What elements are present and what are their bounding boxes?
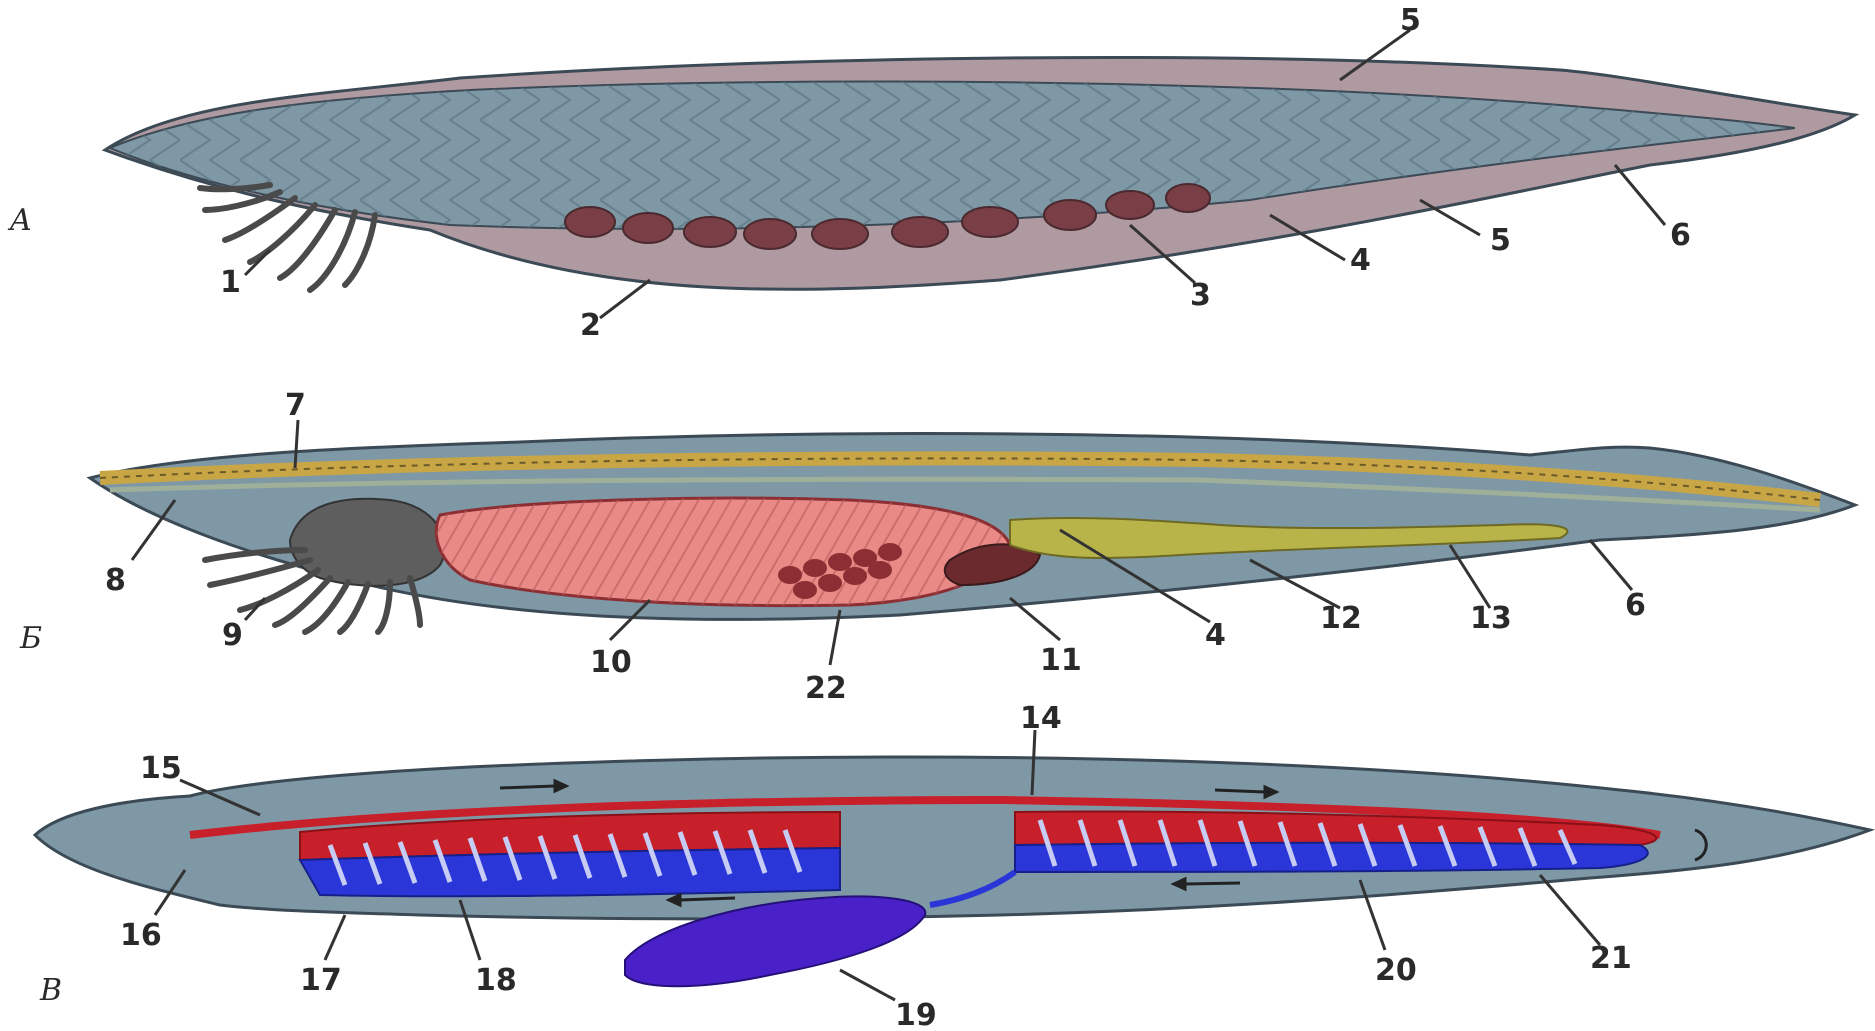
panel-c: В xyxy=(35,701,1870,1031)
leader-c17 xyxy=(325,915,345,960)
label-c15: 15 xyxy=(140,751,182,786)
gill-slits-b xyxy=(436,498,1010,605)
label-a5-top: 5 xyxy=(1400,3,1421,38)
label-b10: 10 xyxy=(590,645,632,680)
label-b12: 12 xyxy=(1320,601,1362,636)
label-b4: 4 xyxy=(1205,618,1226,653)
leader-b6 xyxy=(1590,540,1632,590)
leader-a6 xyxy=(1615,165,1665,225)
myomere-pattern-a xyxy=(110,82,1795,229)
label-c17: 17 xyxy=(300,963,342,998)
label-a2: 2 xyxy=(580,308,601,343)
panel-a: A xyxy=(7,3,1855,343)
label-a3: 3 xyxy=(1190,278,1211,313)
label-b6: 6 xyxy=(1625,588,1646,623)
label-a5: 5 xyxy=(1490,223,1511,258)
label-b8: 8 xyxy=(105,563,126,598)
label-c16: 16 xyxy=(120,918,162,953)
label-b9: 9 xyxy=(222,618,243,653)
leader-c19 xyxy=(840,970,895,1000)
label-c20: 20 xyxy=(1375,953,1417,988)
leader-a2 xyxy=(600,280,650,318)
label-c18: 18 xyxy=(475,963,517,998)
panel-letter-a: A xyxy=(7,203,32,238)
label-b11: 11 xyxy=(1040,643,1082,678)
panel-letter-c: В xyxy=(39,973,62,1008)
label-b22: 22 xyxy=(805,671,847,706)
label-c14: 14 xyxy=(1020,701,1062,736)
label-a4: 4 xyxy=(1350,243,1371,278)
panel-letter-b: Б xyxy=(19,621,42,656)
label-a1: 1 xyxy=(220,265,241,300)
label-b7: 7 xyxy=(285,388,306,423)
leader-c21 xyxy=(1540,875,1600,945)
label-c21: 21 xyxy=(1590,941,1632,976)
label-c19: 19 xyxy=(895,998,937,1031)
label-a6: 6 xyxy=(1670,218,1691,253)
label-b13: 13 xyxy=(1470,601,1512,636)
panel-b: Б xyxy=(19,388,1855,706)
